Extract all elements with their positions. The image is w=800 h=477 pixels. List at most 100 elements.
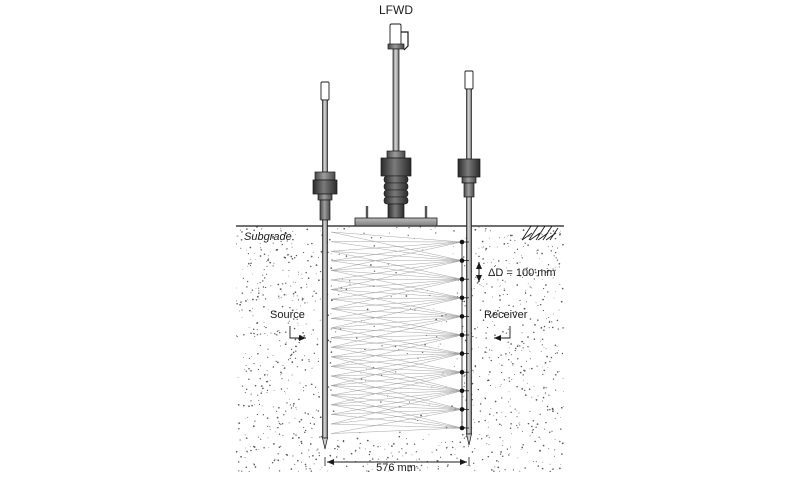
soil-speckle <box>255 259 256 260</box>
soil-speckle <box>526 301 527 302</box>
soil-speckle <box>256 288 257 289</box>
soil-speckle <box>277 460 279 462</box>
soil-speckle <box>517 345 519 347</box>
soil-speckle <box>330 362 332 364</box>
soil-speckle <box>386 459 387 460</box>
soil-speckle <box>308 277 310 279</box>
soil-speckle <box>261 391 262 392</box>
soil-speckle <box>516 284 518 286</box>
soil-speckle <box>306 284 307 285</box>
soil-speckle <box>446 447 448 449</box>
soil-speckle <box>558 350 559 351</box>
soil-speckle <box>498 357 499 358</box>
soil-speckle <box>537 305 538 306</box>
soil-speckle <box>242 292 244 294</box>
soil-speckle <box>274 460 276 462</box>
soil-speckle <box>435 319 437 321</box>
soil-speckle <box>312 329 314 331</box>
soil-speckle <box>240 456 242 458</box>
soil-speckle <box>522 444 524 446</box>
soil-speckle <box>250 263 252 265</box>
source-probe-tip <box>323 438 328 449</box>
soil-speckle <box>377 446 378 447</box>
soil-speckle <box>474 328 476 330</box>
soil-speckle <box>463 446 464 447</box>
soil-speckle <box>491 451 493 453</box>
soil-speckle <box>464 382 465 383</box>
soil-speckle <box>239 439 240 440</box>
lfwd-weight-top <box>387 151 405 158</box>
soil-speckle <box>283 414 284 415</box>
soil-speckle <box>286 294 287 295</box>
soil-speckle <box>493 415 494 416</box>
soil-speckle <box>504 379 505 380</box>
soil-speckle <box>408 227 409 228</box>
soil-speckle <box>295 418 296 419</box>
receiver-probe-collar <box>464 183 474 197</box>
soil-speckle <box>250 450 252 452</box>
soil-speckle <box>537 423 539 425</box>
soil-speckle <box>254 404 255 405</box>
soil-speckle <box>510 399 511 400</box>
soil-speckle <box>308 359 309 360</box>
soil-speckle <box>270 285 271 286</box>
soil-speckle <box>516 425 517 426</box>
soil-speckle <box>549 361 550 362</box>
soil-speckle <box>525 394 527 396</box>
lfwd-device <box>355 24 437 226</box>
soil-speckle <box>472 383 474 385</box>
soil-speckle <box>548 395 549 396</box>
soil-speckle <box>533 461 534 462</box>
source-probe-upper-rod <box>323 100 328 172</box>
source-probe-coupler-top <box>315 172 335 180</box>
soil-speckle <box>557 346 558 347</box>
soil-speckle <box>278 421 279 422</box>
soil-speckle <box>312 455 314 457</box>
soil-speckle <box>463 256 464 257</box>
soil-speckle <box>318 396 320 398</box>
soil-speckle <box>287 254 288 255</box>
soil-speckle <box>453 246 454 247</box>
source-probe-coupler <box>313 180 337 194</box>
soil-speckle <box>387 457 389 459</box>
soil-speckle <box>529 351 530 352</box>
soil-speckle <box>557 371 559 373</box>
soil-speckle <box>440 457 441 458</box>
soil-speckle <box>303 387 304 388</box>
soil-speckle <box>473 463 474 464</box>
soil-speckle <box>245 392 246 393</box>
soil-speckle <box>563 378 564 379</box>
soil-speckle <box>292 437 294 439</box>
soil-speckle <box>281 378 282 379</box>
soil-speckle <box>544 370 546 372</box>
soil-speckle <box>523 229 525 231</box>
soil-speckle <box>499 286 500 287</box>
soil-speckle <box>287 248 288 249</box>
wave-ray <box>331 409 462 414</box>
soil-speckle <box>367 309 369 311</box>
soil-speckle <box>544 347 545 348</box>
soil-speckle <box>303 427 304 428</box>
soil-speckle <box>486 283 487 284</box>
soil-speckle <box>489 414 491 416</box>
soil-speckle <box>290 404 291 405</box>
soil-speckle <box>238 470 239 471</box>
soil-speckle <box>501 372 502 373</box>
soil-speckle <box>420 415 422 417</box>
soil-speckle <box>508 246 509 247</box>
soil-speckle <box>540 304 541 305</box>
wave-ray <box>331 347 462 353</box>
soil-speckle <box>427 467 428 468</box>
soil-speckle <box>374 271 375 272</box>
soil-speckle <box>246 371 247 372</box>
soil-speckle <box>548 246 549 247</box>
soil-speckle <box>247 266 248 267</box>
soil-speckle <box>555 353 556 354</box>
soil-speckle <box>292 258 294 260</box>
soil-speckle <box>299 421 301 423</box>
soil-speckle <box>535 427 536 428</box>
soil-speckle <box>454 366 455 367</box>
soil-speckle <box>549 322 550 323</box>
soil-speckle <box>478 389 480 391</box>
soil-speckle <box>252 274 253 275</box>
